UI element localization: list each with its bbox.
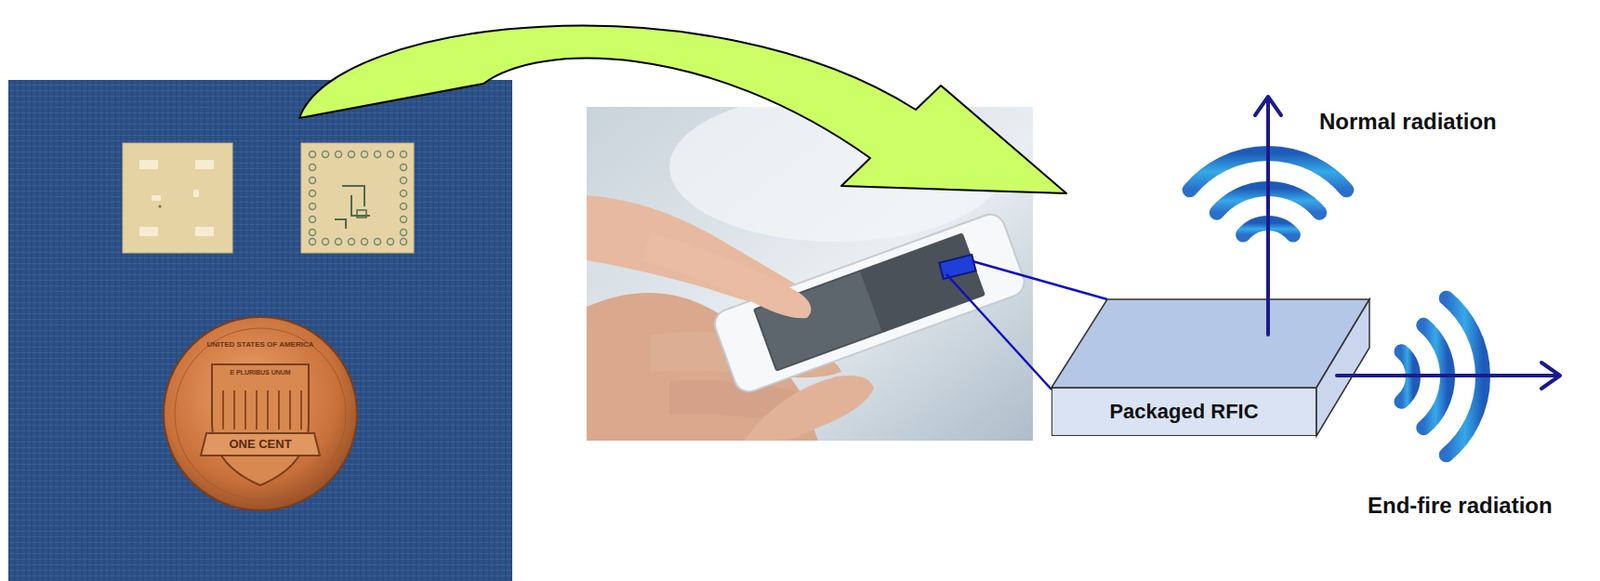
zoom-line (972, 261, 1108, 300)
radiation-arrow (1255, 96, 1282, 335)
axis-label: End-fire radiation (1367, 492, 1553, 519)
package-front: Packaged RFIC (1051, 387, 1317, 437)
axis-label: Normal radiation (1319, 108, 1497, 135)
package-side (1316, 299, 1370, 437)
coin-inscription: E PLURIBUS UNUM (229, 369, 291, 376)
zoom-line (946, 274, 1052, 390)
coin-inscription: ONE CENT (228, 436, 291, 451)
sample-photo (8, 79, 513, 581)
package-top (1051, 299, 1370, 388)
node-label: Packaged RFIC (1109, 399, 1258, 424)
rfic-location (938, 254, 976, 279)
radiation-arrow (1336, 362, 1561, 389)
transfer-arrow (299, 26, 1067, 194)
coin-inscription: UNITED STATES OF AMERICA (207, 340, 315, 349)
